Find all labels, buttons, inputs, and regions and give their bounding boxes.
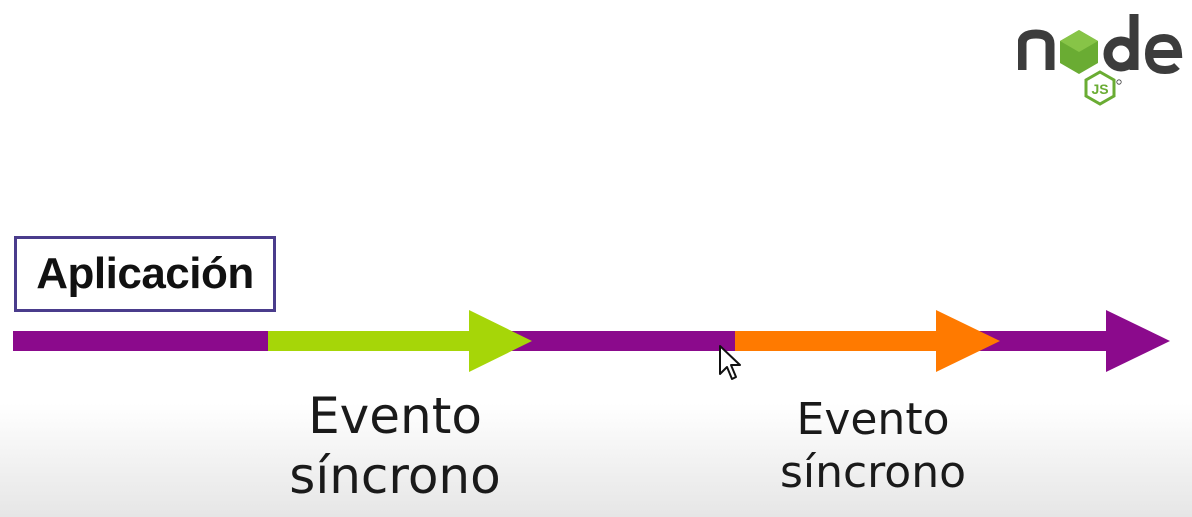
application-label: Aplicación xyxy=(36,249,254,298)
event-2-label: Evento síncrono xyxy=(740,394,1006,500)
event-2-arrow-head xyxy=(936,310,1000,372)
event-2-bar xyxy=(735,331,941,351)
event-1-label-line1: Evento xyxy=(308,387,482,445)
event-1-label-line2: síncrono xyxy=(289,447,501,505)
nodejs-logo: JS xyxy=(1018,14,1183,106)
event-1-bar xyxy=(268,331,474,351)
event-2-label-line1: Evento xyxy=(796,394,950,445)
logo-js-text: JS xyxy=(1091,81,1108,97)
event-1-arrow-head xyxy=(469,310,532,372)
timeline-arrow-head xyxy=(1106,310,1170,372)
timeline xyxy=(13,310,1170,372)
logo-letter-e xyxy=(1144,33,1183,75)
logo-letter-n xyxy=(1018,29,1055,70)
application-box: Aplicación xyxy=(14,236,276,312)
logo-js-hexagon xyxy=(1084,70,1116,106)
mouse-pointer-icon xyxy=(719,345,741,380)
event-1-label: Evento síncrono xyxy=(255,386,535,506)
event-2-label-line2: síncrono xyxy=(779,446,967,498)
